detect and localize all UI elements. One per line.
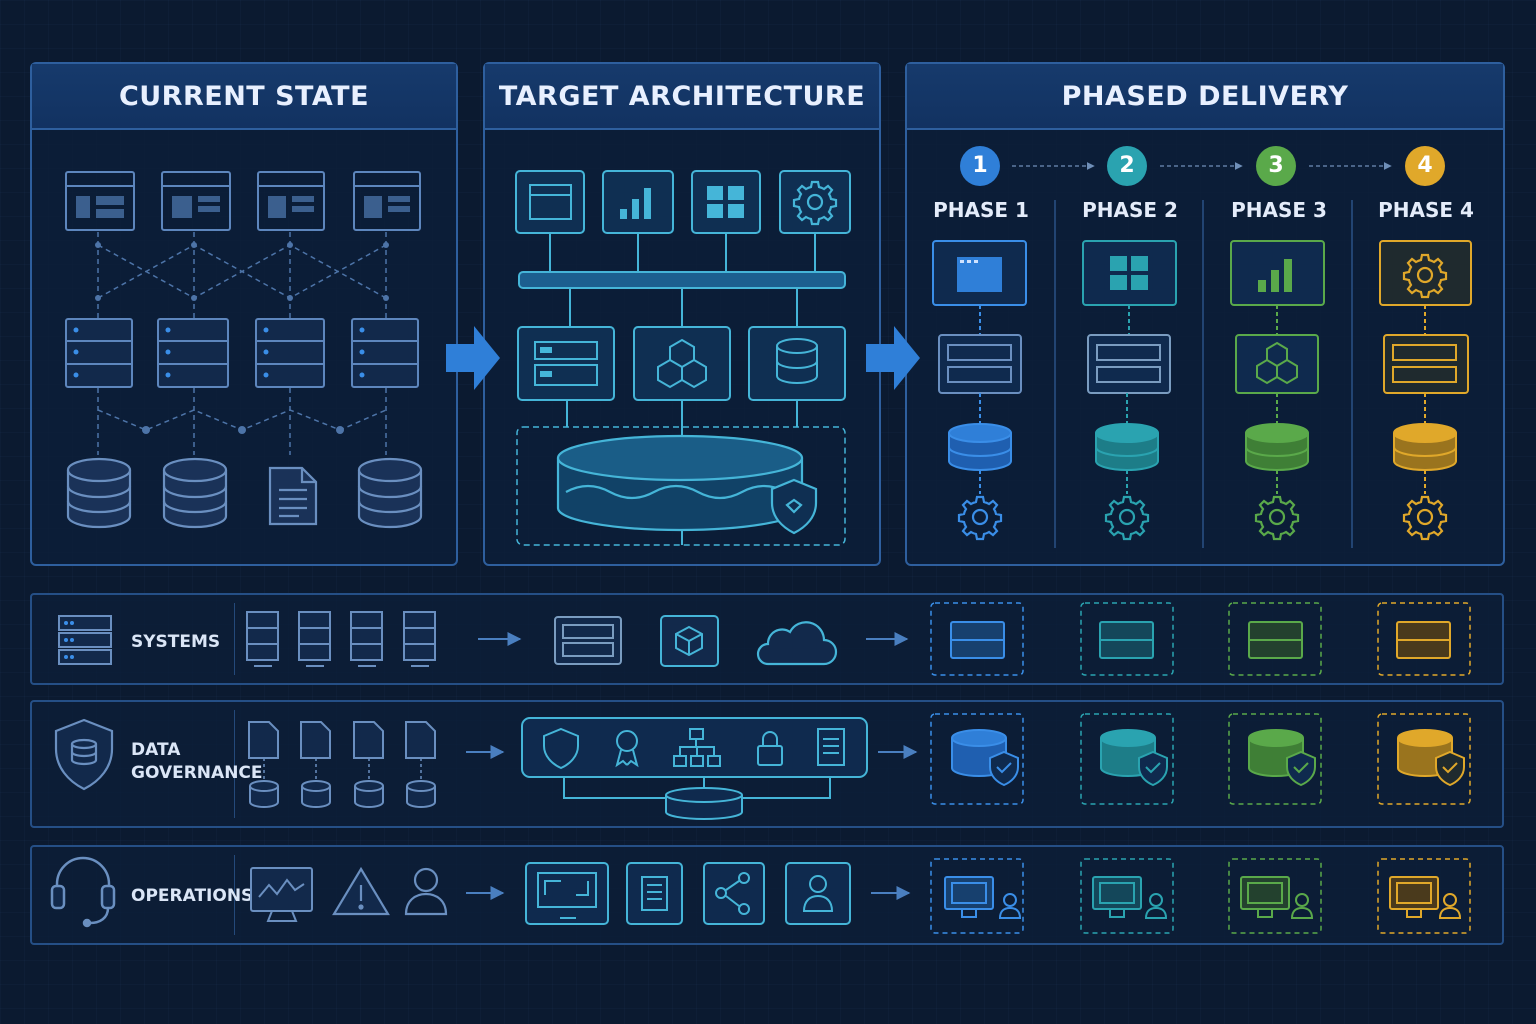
database-icon-2 [162,457,228,529]
server-icon-3 [255,318,325,388]
certification-badge-icon [616,730,638,752]
dashboard-grid-icon [691,170,761,234]
current-state-link-nodes [95,242,389,434]
server-icon-1 [65,318,133,388]
current-to-target-arrow [446,326,500,390]
governance-controls-bar [521,717,868,820]
target-services [517,326,846,401]
governance-documents [248,721,436,759]
bar-chart-icon [602,170,674,234]
app-window-icon-4 [353,171,421,231]
shield-database-icon [54,718,114,791]
phase-3-column [1230,240,1325,494]
cloud-icon [756,621,838,666]
shield-icon [770,478,818,535]
policy-shield-icon [543,727,579,770]
phase-2-badge: 2 [1107,146,1147,186]
runbook-icon [626,862,683,925]
server-rack-icon [517,326,615,401]
target-to-phased-arrow [866,326,920,390]
phase-3-label: PHASE 3 [1231,198,1327,222]
phase-4-badge: 4 [1405,146,1445,186]
headset-icon [50,856,116,928]
app-window-icon-3 [257,171,325,231]
document-icon [268,466,318,526]
ops-tools [525,862,851,925]
monitoring-screen-icon [250,867,313,922]
target-integration-bus [518,233,846,545]
systems-phase-boxes [930,602,1471,676]
database-service-icon [748,326,846,401]
current-state-title: CURRENT STATE [32,64,456,130]
phase-1-badge: 1 [960,146,1000,186]
browser-window-icon [515,170,585,234]
cubes-icon [633,326,731,401]
data-lake-icon [556,434,804,532]
target-architecture-title: TARGET ARCHITECTURE [485,64,879,130]
governance-phase-boxes [930,713,1471,805]
support-agent-icon [785,862,851,925]
container-cube-icon [660,615,719,667]
current-state-app-windows [65,171,421,231]
data-governance-label-line2: GOVERNANCE [131,763,263,783]
hierarchy-icon [673,728,721,767]
phase-2-label: PHASE 2 [1082,198,1178,222]
server-icon-2 [157,318,229,388]
current-state-databases [66,457,423,529]
server-icon-4 [351,318,419,388]
user-icon [404,867,448,916]
phase-4-label: PHASE 4 [1378,198,1474,222]
lock-icon [757,731,783,766]
phase-3-badge: 3 [1256,146,1296,186]
target-top-icons [515,170,851,234]
phase-1-column [932,240,1027,494]
server-stack-icon [58,615,112,665]
app-window-icon-1 [65,171,135,231]
phased-delivery-panel: PHASED DELIVERY [905,62,1505,566]
report-icon [817,728,845,766]
database-icon-3 [357,457,423,529]
phase-1-label: PHASE 1 [933,198,1029,222]
rack-server-icon [554,616,622,665]
app-window-icon-2 [161,171,231,231]
current-state-dashed-links [97,232,387,455]
governance-small-databases [249,780,436,808]
legacy-tower-icons [246,611,436,667]
database-icon-1 [66,457,132,529]
phase-2-column [1082,240,1177,494]
operations-label: OPERATIONS [131,886,254,906]
systems-label: SYSTEMS [131,632,221,652]
ops-console-icon [525,862,609,925]
phase-column-dividers [1054,200,1353,548]
warning-icon [332,866,390,916]
phased-delivery-title: PHASED DELIVERY [907,64,1503,130]
phase-4-column [1379,240,1472,494]
share-network-icon [703,862,765,925]
current-state-servers [65,318,419,388]
data-governance-label-line1: DATA [131,740,181,760]
